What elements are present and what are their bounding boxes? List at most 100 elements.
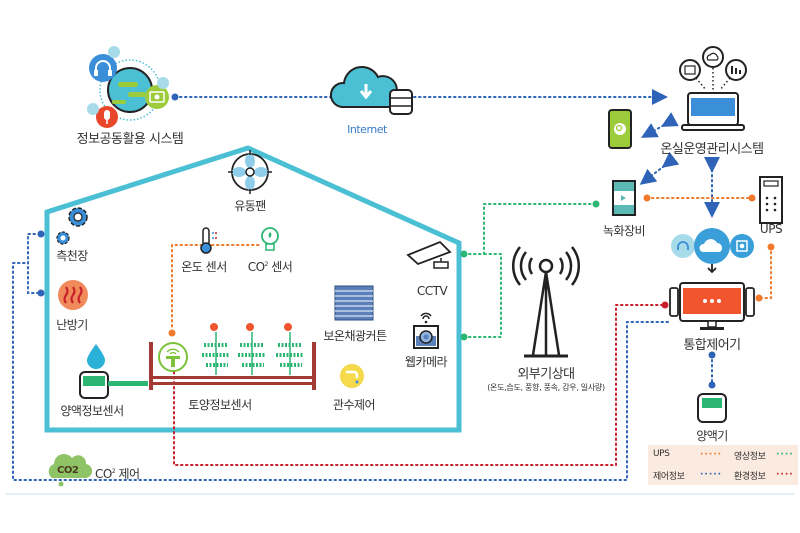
label-cctv: CCTV <box>416 284 448 298</box>
label-ups: UPS <box>759 222 783 236</box>
nutrient-supplier-icon[interactable] <box>697 393 727 423</box>
co2-suffix: 제어 <box>115 467 140 481</box>
link-node <box>171 93 179 101</box>
link-video-recorder <box>463 203 597 255</box>
legend-label: 제어정보 <box>653 472 685 482</box>
heater-icon[interactable] <box>58 280 88 310</box>
legend-label: 영상정보 <box>734 452 766 462</box>
label-co2-control: CO2 제어 <box>95 465 140 482</box>
fan-icon[interactable] <box>228 150 272 194</box>
legend-item-env: 환경정보 <box>734 469 766 482</box>
label-nutrient-sensor: 양액정보센서 <box>60 404 124 418</box>
monitor-icon[interactable] <box>669 282 755 330</box>
link-env-controller <box>173 304 666 466</box>
laptop-icon <box>681 92 745 131</box>
lightbulb-icon <box>261 227 279 251</box>
link-mgmt-recorder <box>639 151 680 185</box>
label-heater: 난방기 <box>56 318 88 332</box>
nutrient-sensor-icon[interactable] <box>79 371 148 399</box>
link-ups-controller <box>759 246 772 299</box>
co2-suffix: 센서 <box>267 260 293 274</box>
folder-icon <box>679 59 701 81</box>
link-node <box>37 230 45 238</box>
microphone-icon <box>96 106 118 128</box>
webcam-icon <box>413 312 439 349</box>
link-control-skylight-heater <box>27 233 41 294</box>
legend-label: 환경정보 <box>734 472 766 482</box>
label-internet: Internet <box>347 123 387 136</box>
co2-cloud-icon <box>48 453 93 487</box>
legend-swatch-env: ···· <box>776 470 794 480</box>
co2-sup: 2 <box>111 468 116 475</box>
link-node <box>661 301 669 309</box>
cloud-small-icon <box>702 46 724 68</box>
legend-item-video: 영상정보 <box>734 449 766 462</box>
label-info-system: 정보공동활용 시스템 <box>76 132 184 147</box>
ups-icon[interactable] <box>759 176 783 224</box>
greenhouse-outline <box>44 145 462 433</box>
video-recorder-icon[interactable] <box>612 180 636 216</box>
label-weather-detail: (온도,습도, 풍향, 풍속, 감우, 일사량) <box>487 383 605 392</box>
planter-bed <box>149 342 316 390</box>
label-greenhouse-mgmt: 온실운영관리시스템 <box>660 142 764 157</box>
label-weather-station: 외부기상대 <box>517 367 575 382</box>
co2-prefix: CO <box>247 260 265 274</box>
label-nutrient-supplier: 양액기 <box>696 429 728 443</box>
thermometer-icon <box>200 227 217 254</box>
label-integrated-controller: 통합제어기 <box>683 338 741 353</box>
gear-icon[interactable] <box>56 207 88 245</box>
plant-icon <box>202 323 230 375</box>
label-co2-cloud: CO2 <box>57 465 79 476</box>
link-sensors-soil <box>171 244 208 329</box>
bottom-band <box>5 493 795 495</box>
label-temp-sensor: 온도 센서 <box>181 260 227 274</box>
link-node <box>643 194 651 202</box>
link-node <box>460 333 468 341</box>
camera-icon <box>145 85 169 109</box>
link-mgmt-phone <box>640 112 679 138</box>
water-drop-icon <box>87 344 105 369</box>
label-webcam: 웹카메라 <box>404 355 448 369</box>
link-video-webcam <box>463 253 502 338</box>
label-irrigation: 관수제어 <box>332 398 376 412</box>
plant-icon <box>238 323 266 375</box>
label-recorder: 녹화장비 <box>602 224 646 238</box>
legend-item-control: 제어정보 <box>653 469 685 482</box>
link-node <box>708 351 716 359</box>
bar-chart-icon <box>725 59 747 81</box>
soil-sensor-icon[interactable] <box>158 342 188 372</box>
link-node <box>37 289 45 297</box>
legend-label: UPS <box>653 449 670 459</box>
weather-tower-icon <box>511 246 581 358</box>
label-skylight: 측천장 <box>56 249 88 263</box>
co2-prefix: CO <box>95 467 112 481</box>
headphones-icon <box>89 54 117 82</box>
cloud-icon <box>330 66 399 108</box>
curtain-icon[interactable] <box>334 285 374 321</box>
legend-swatch-control: ····· <box>700 470 723 480</box>
wifi-badge-icon <box>87 46 169 115</box>
laptop-dots <box>695 68 731 91</box>
link-node <box>460 250 468 258</box>
legend-item-ups: UPS <box>653 449 670 459</box>
link-node <box>767 243 775 251</box>
label-thermal-curtain: 보온채광커튼 <box>323 329 387 343</box>
co2-sup: 2 <box>264 261 269 268</box>
legend: UPS ····· 영상정보 ···· 제어정보 ····· 환경정보 ···· <box>648 445 798 485</box>
link-node <box>592 200 600 208</box>
label-co2-sensor: CO2 센서 <box>248 258 293 275</box>
link-node <box>168 329 176 337</box>
link-node <box>708 381 716 389</box>
smartphone-icon[interactable] <box>608 109 632 149</box>
link-control-devices <box>12 262 669 481</box>
label-fan: 유동팬 <box>234 199 266 213</box>
cloud-cluster-icon <box>671 228 754 274</box>
cctv-icon <box>406 240 452 269</box>
database-icon <box>389 89 413 115</box>
link-node <box>748 194 756 202</box>
plant-icon <box>276 323 304 375</box>
faucet-icon[interactable] <box>340 364 364 388</box>
legend-swatch-ups: ····· <box>700 450 723 460</box>
legend-swatch-video: ···· <box>776 450 794 460</box>
